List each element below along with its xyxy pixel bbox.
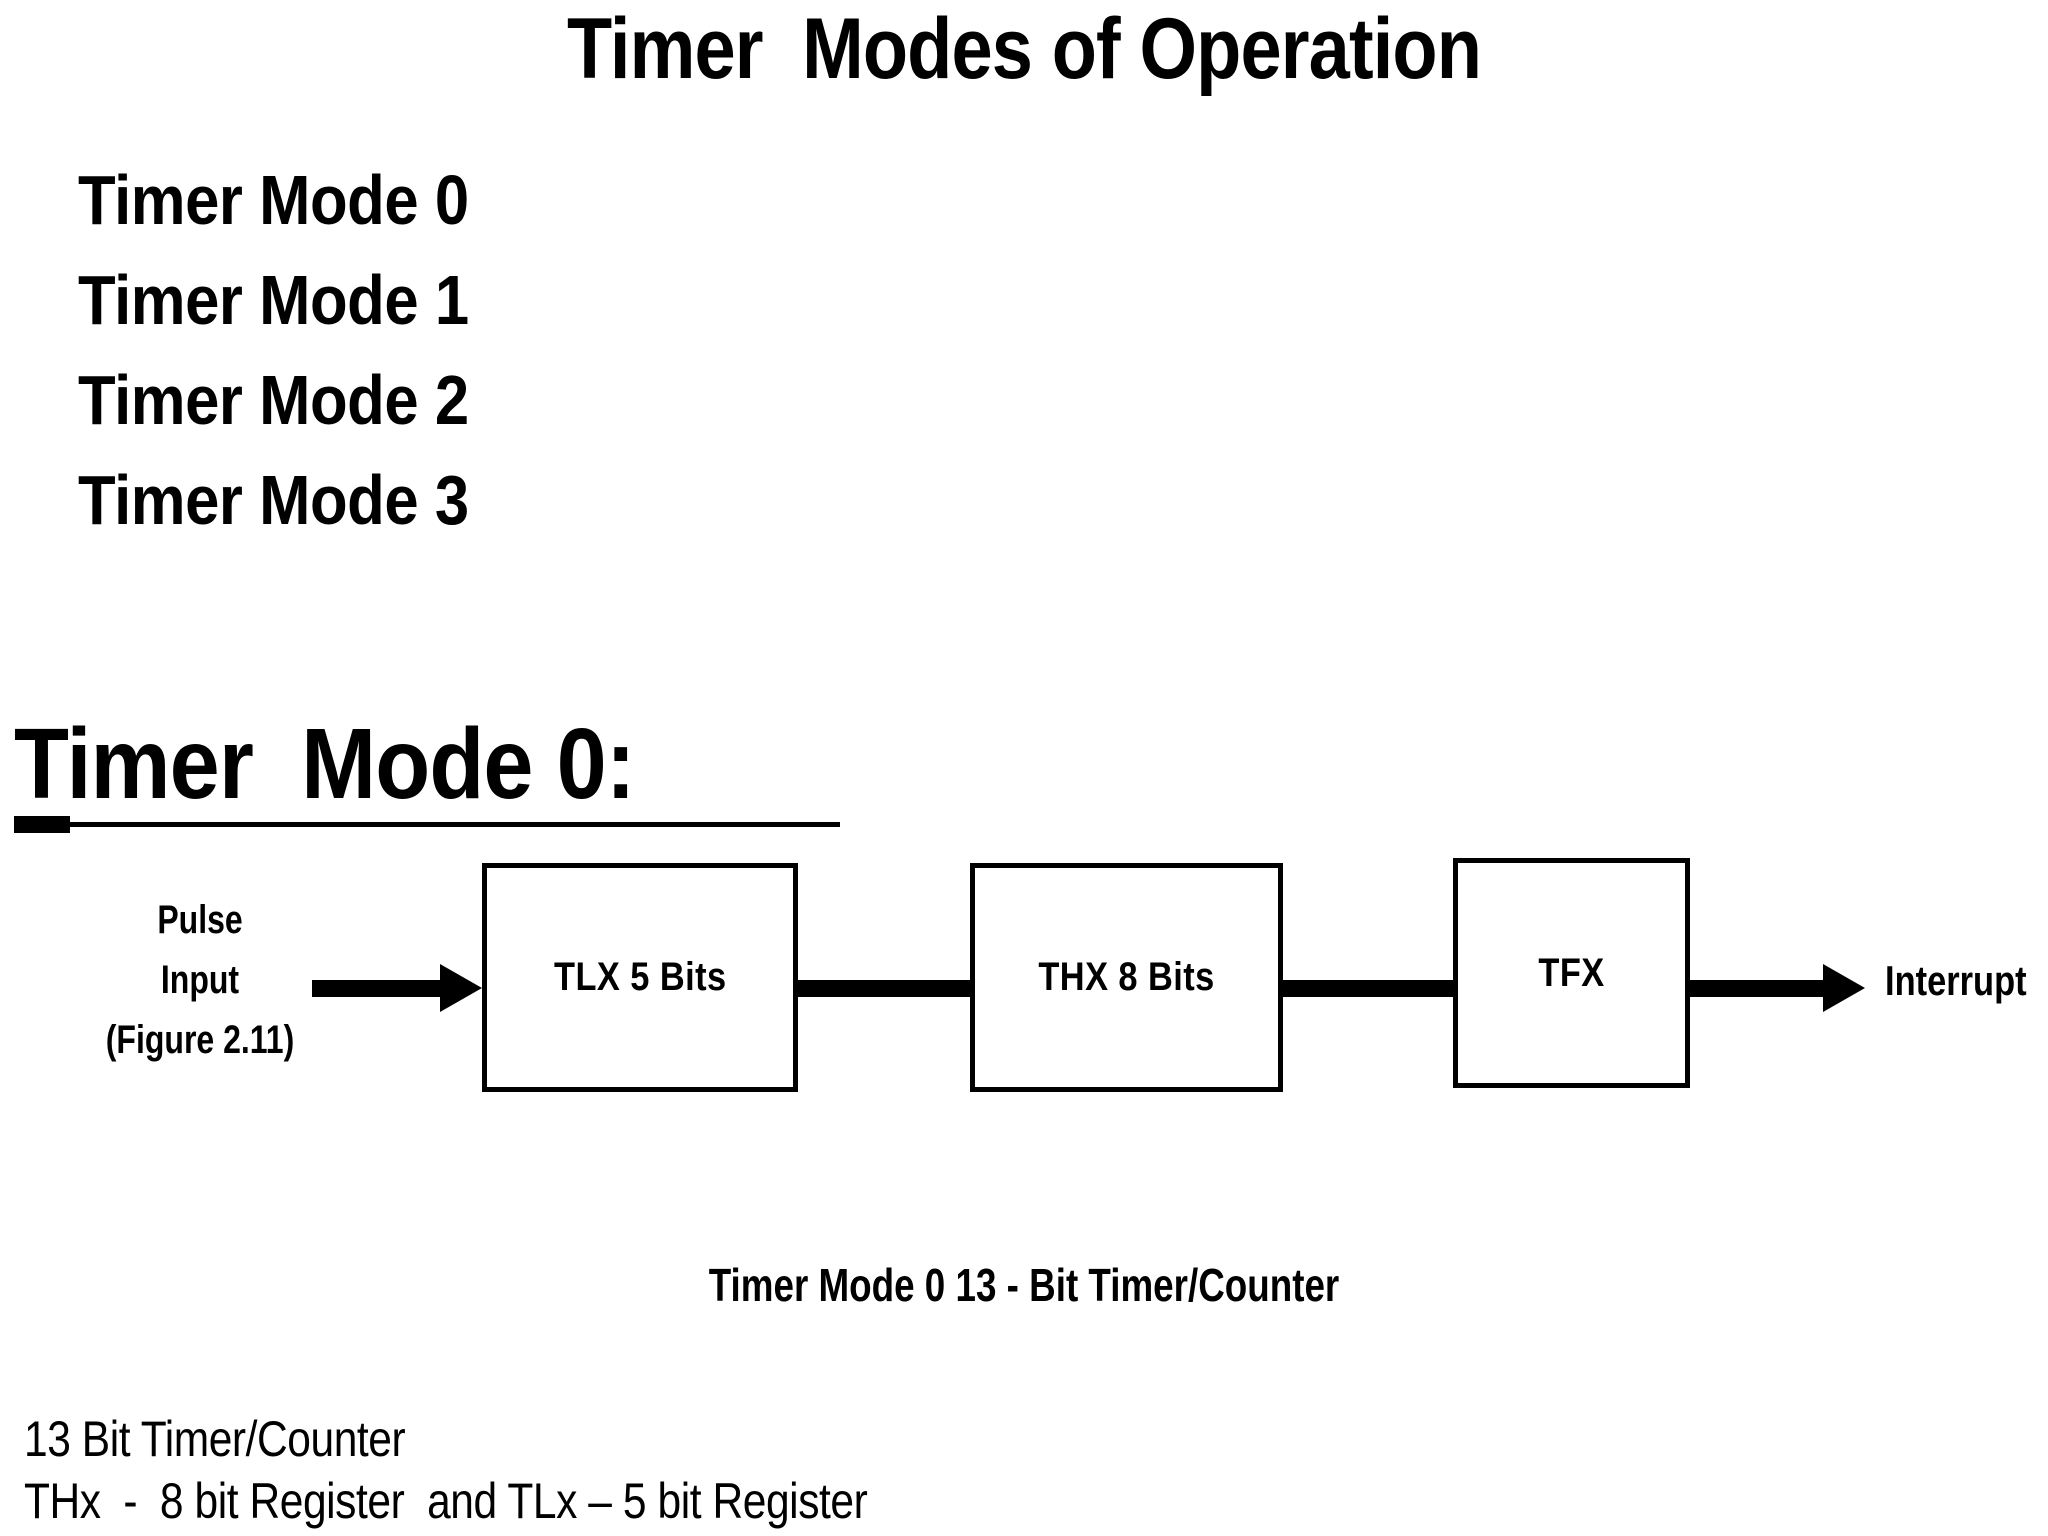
- footer-note-line-2: THx - 8 bit Register and TLx – 5 bit Reg…: [24, 1473, 868, 1529]
- connector-tlx-to-thx: [796, 980, 972, 997]
- page-title: Timer Modes of Operation: [566, 1, 1482, 97]
- list-item-timer-mode-2: Timer Mode 2: [78, 361, 469, 439]
- pulse-input-line-2: Input: [160, 958, 240, 1002]
- connector-thx-to-tfx: [1281, 980, 1455, 997]
- diagram-block-tlx: TLX 5 Bits: [482, 863, 798, 1092]
- footer-note-line-1: 13 Bit Timer/Counter: [24, 1411, 406, 1467]
- pulse-input-line-1: Pulse: [157, 898, 243, 942]
- footer-notes: 13 Bit Timer/Counter THx - 8 bit Registe…: [24, 1408, 1624, 1532]
- diagram-block-thx-label: THX 8 Bits: [1038, 955, 1215, 999]
- output-arrow-shaft: [1690, 980, 1825, 997]
- pulse-input-label: Pulse Input (Figure 2.11): [88, 890, 312, 1070]
- heading-underline: [14, 822, 840, 827]
- diagram-block-thx: THX 8 Bits: [970, 863, 1283, 1092]
- diagram-caption: Timer Mode 0 13 - Bit Timer/Counter: [708, 1259, 1340, 1311]
- timer-mode-list: Timer Mode 0 Timer Mode 1 Timer Mode 2 T…: [78, 150, 1278, 550]
- list-item-timer-mode-3: Timer Mode 3: [78, 461, 469, 539]
- pulse-input-line-3: (Figure 2.11): [105, 1018, 295, 1062]
- output-arrow-head-icon: [1823, 964, 1865, 1012]
- input-arrow-head-icon: [440, 964, 482, 1012]
- list-item-timer-mode-0: Timer Mode 0: [78, 161, 469, 239]
- interrupt-output-label: Interrupt: [1885, 957, 2027, 1004]
- diagram-block-tfx: TFX: [1453, 858, 1690, 1088]
- section-heading-block: Timer Mode 0:: [14, 708, 1014, 833]
- diagram-block-tfx-label: TFX: [1538, 950, 1605, 995]
- list-item-timer-mode-1: Timer Mode 1: [78, 261, 469, 339]
- section-heading-timer-mode-0: Timer Mode 0:: [14, 708, 636, 820]
- input-arrow-shaft: [312, 980, 442, 997]
- diagram-block-tlx-label: TLX 5 Bits: [553, 955, 727, 999]
